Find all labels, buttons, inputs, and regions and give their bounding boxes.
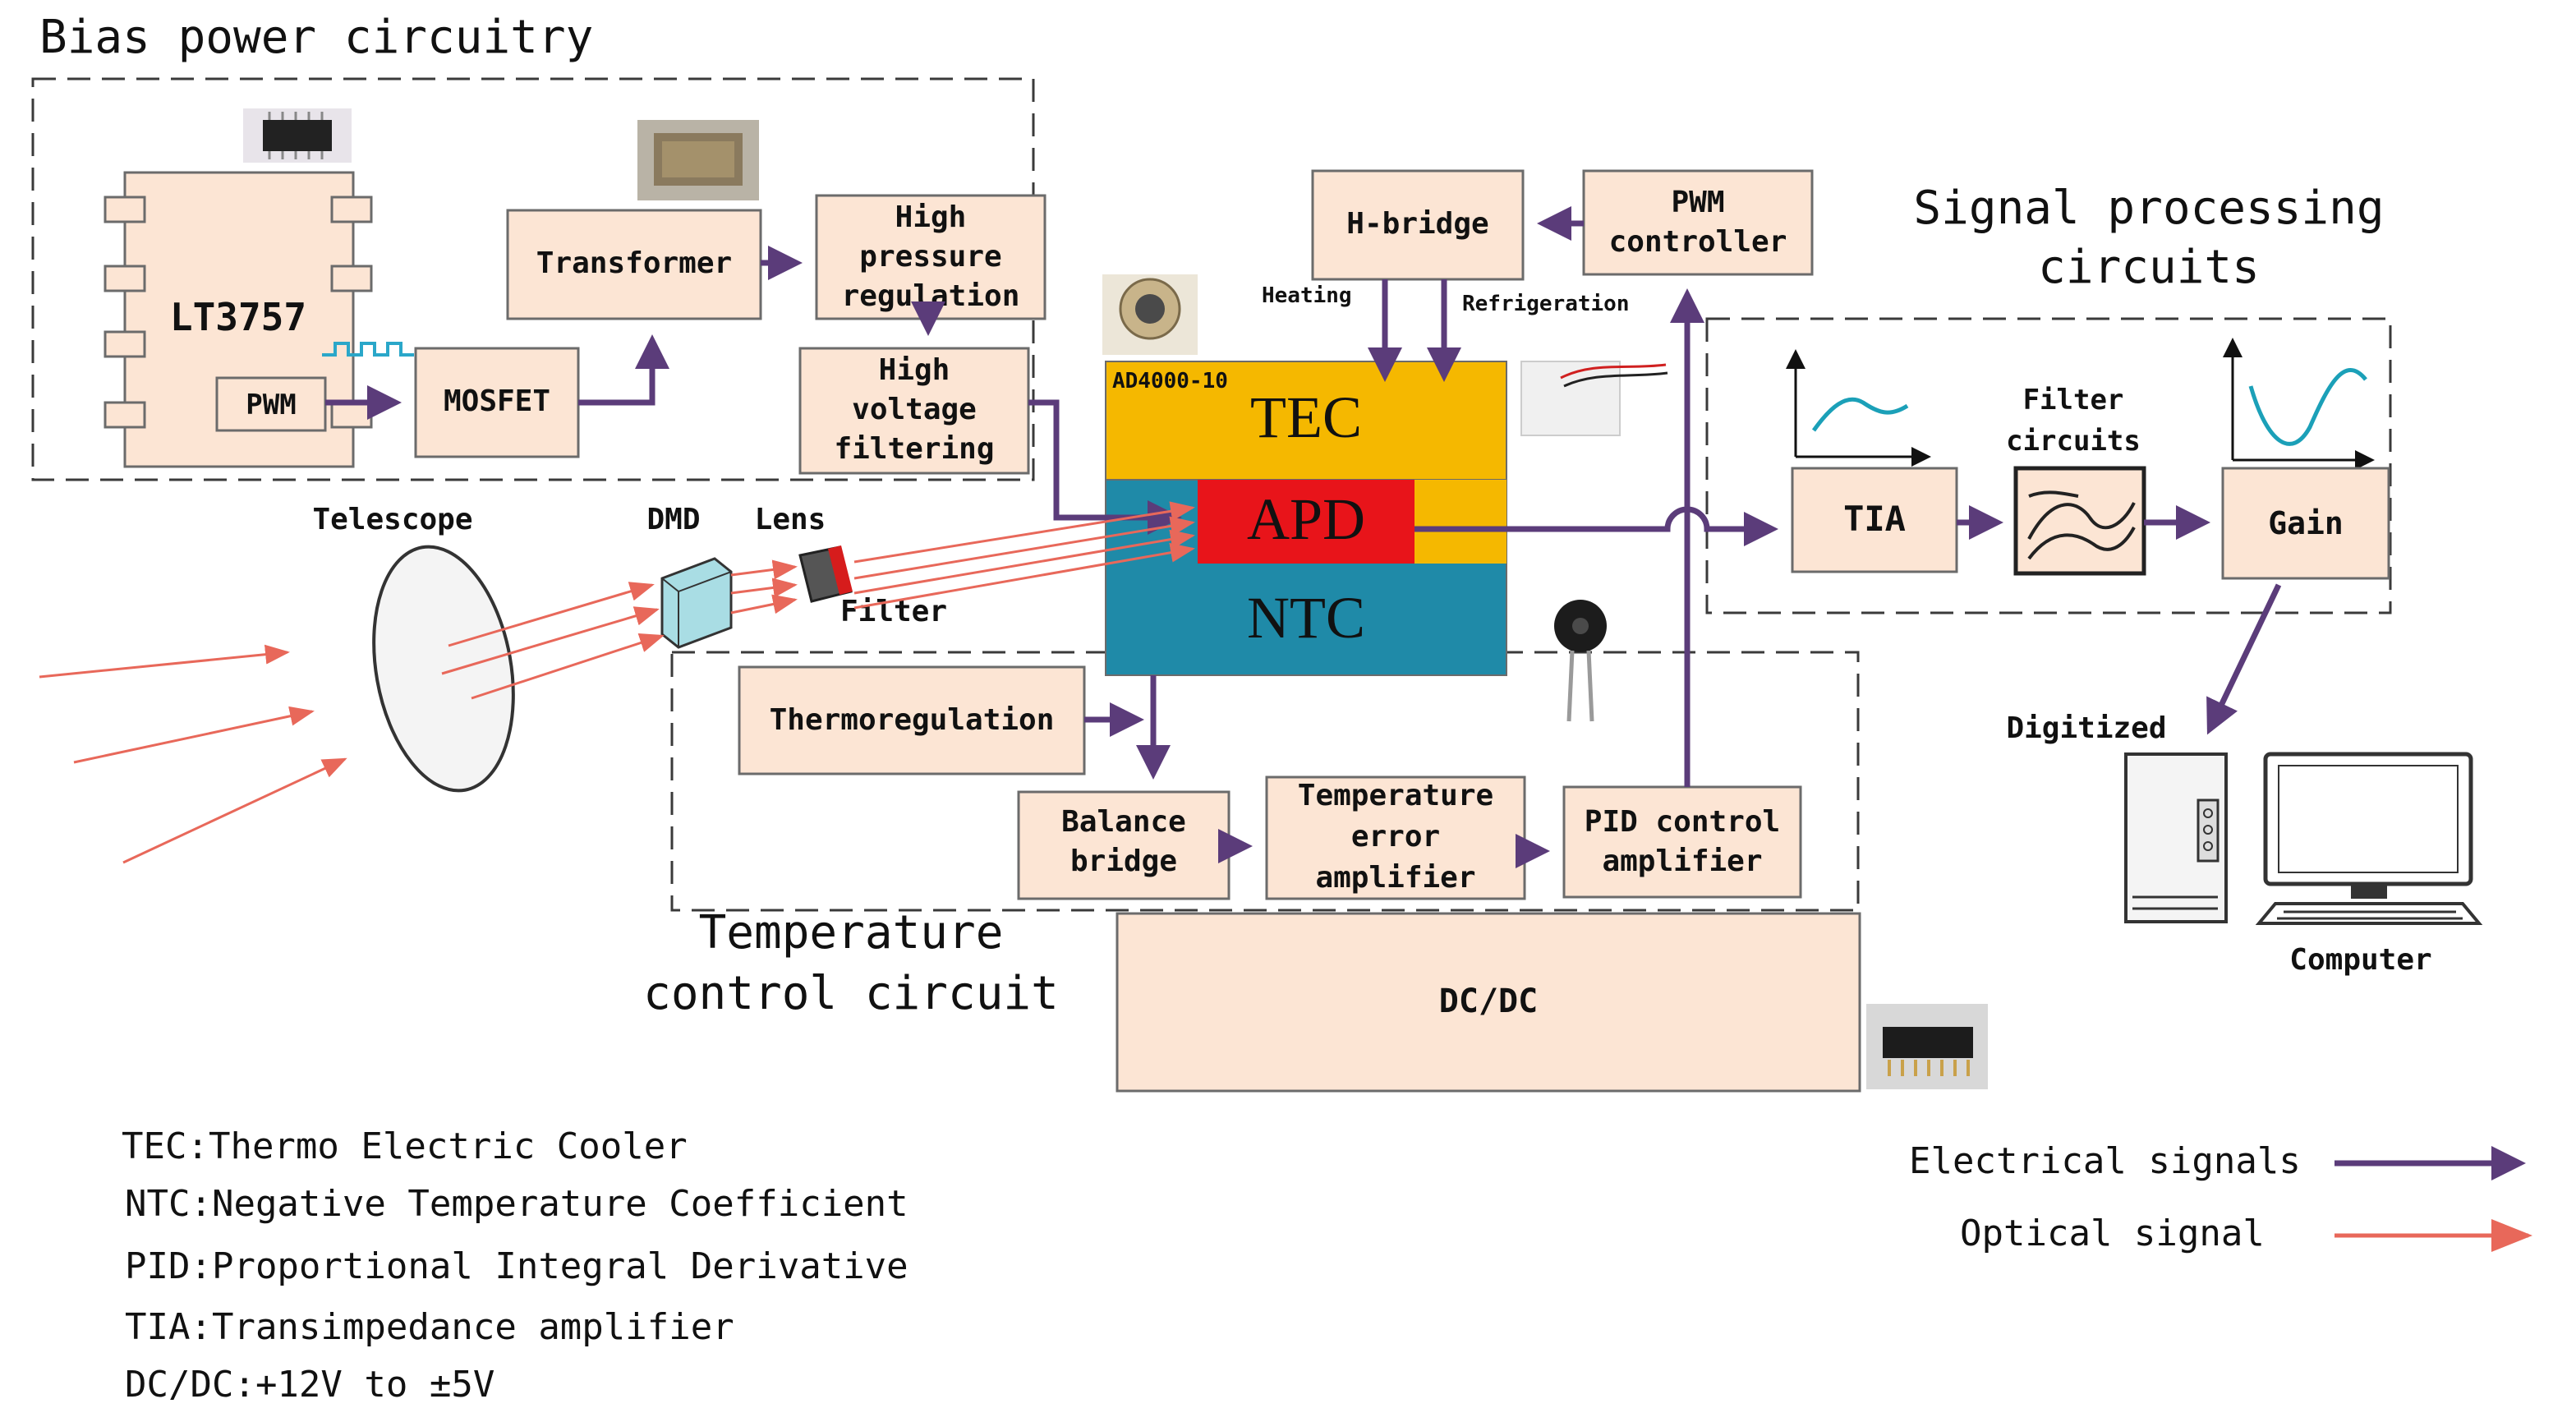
h-bridge-block: H-bridge (1311, 169, 1525, 281)
hpr-label-3: regulation (842, 279, 1020, 313)
refrigeration-label: Refrigeration (1462, 292, 1630, 316)
tec-right-block (1414, 480, 1506, 564)
arrow-mosfet-transformer (578, 334, 669, 406)
tea-label-2: error (1351, 820, 1440, 854)
pwm-block: PWM (215, 376, 327, 432)
electrical-connections (325, 206, 2282, 868)
filter-waves-icon (2027, 490, 2136, 560)
pid-label-2: amplifier (1602, 844, 1762, 878)
lt3757-label: LT3757 (170, 295, 306, 339)
lt3757-chip-icon (243, 108, 352, 163)
glossary-item: NTC:Negative Temperature Coefficient (125, 1183, 908, 1225)
apd-chip (1198, 480, 1414, 564)
pwm-controller-block: PWM controller (1582, 169, 1814, 276)
tea-label-1: Temperature (1298, 779, 1493, 812)
telescope-mirror (372, 545, 515, 793)
hvf-label-1: High (879, 353, 950, 387)
arrow-apd-tia (1414, 506, 1778, 546)
legend-electrical-label: Electrical signals (1909, 1140, 2301, 1182)
tia-block: TIA (1791, 467, 1958, 573)
filter-circuits-label-1: Filter (2023, 384, 2124, 416)
thermoregulation-block: Thermoregulation (738, 665, 1086, 775)
dcdc-block: DC/DC (1116, 912, 1861, 1093)
hpr-label-2: pressure (859, 240, 1001, 274)
legend-optical-label: Optical signal (1960, 1213, 2265, 1254)
pwm-wave-icon (322, 342, 414, 357)
transformer-photo-icon (637, 120, 759, 200)
pwm-controller-label-2: controller (1609, 225, 1787, 259)
tia-label: TIA (1843, 499, 1906, 539)
balance-bridge-block: Balance bridge (1017, 790, 1230, 900)
bias-group-border (31, 77, 1035, 481)
digitized-label: Digitized (2006, 711, 2166, 745)
legend: Electrical signals Optical signal (1909, 1140, 2532, 1254)
hpr-label-1: High (895, 200, 967, 234)
pwm-controller-label-1: PWM (1671, 186, 1724, 219)
temperature-error-amplifier-block: Temperature error amplifier (1265, 775, 1526, 900)
ntc-thermistor-icon (1554, 600, 1607, 722)
computer-monitor-icon (2255, 752, 2483, 925)
glossary-item: DC/DC:+12V to ±5V (125, 1364, 494, 1406)
tea-label-3: amplifier (1315, 861, 1475, 895)
transformer-block: Transformer (506, 209, 762, 320)
optical-rays (39, 501, 1195, 864)
signal-group-border (1705, 317, 2392, 614)
dmd-cube-icon (660, 557, 733, 649)
apd-photo-icon (1102, 274, 1198, 355)
hvf-label-2: voltage (852, 393, 977, 426)
balance-bridge-label-1: Balance (1061, 805, 1186, 839)
pid-control-amplifier-block: PID control amplifier (1562, 785, 1802, 899)
h-bridge-label: H-bridge (1346, 207, 1488, 241)
computer-label: Computer (2289, 943, 2431, 977)
pid-label-1: PID control (1585, 805, 1780, 839)
gain-block: Gain (2221, 467, 2390, 580)
hvf-label-3: filtering (834, 432, 994, 466)
thermoregulation-label: Thermoregulation (770, 703, 1055, 737)
mosfet-label: MOSFET (444, 384, 550, 418)
lt3757-pins (104, 196, 373, 429)
pc-tower-icon (2124, 752, 2228, 923)
high-voltage-filtering-block: High voltage filtering (798, 347, 1030, 475)
telescope-label: Telescope (312, 503, 472, 536)
tec-photo-icon (1520, 361, 1668, 436)
high-pressure-regulation-block: High pressure regulation (815, 194, 1046, 320)
glossary: TEC:Thermo Electric Cooler NTC:Negative … (122, 1125, 908, 1406)
lens-filter-icon (798, 545, 853, 603)
arrow-hvf-apd (1028, 399, 1182, 535)
glossary-item: TIA:Transimpedance amplifier (125, 1306, 734, 1348)
lens-label: Lens (755, 503, 826, 536)
pwm-label: PWM (246, 389, 296, 421)
section-title-temp-1: Temperature (699, 906, 1004, 960)
tia-input-plot-icon (1786, 349, 1931, 467)
section-title-temp-2: control circuit (643, 967, 1059, 1020)
ntc-label: NTC (1247, 585, 1365, 651)
section-title-signal-1: Signal processing (1913, 182, 2384, 235)
transformer-label: Transformer (536, 246, 732, 280)
arrow-gain-computer (2206, 583, 2282, 735)
gain-label: Gain (2268, 505, 2344, 541)
dmd-label: DMD (646, 503, 700, 536)
filter-circuits-label-2: circuits (2006, 425, 2141, 458)
filter-circuits-block (2013, 466, 2146, 576)
ad4000-label: AD4000-10 (1112, 369, 1228, 393)
glossary-item: PID:Proportional Integral Derivative (125, 1245, 908, 1287)
section-title-bias: Bias power circuitry (39, 11, 593, 64)
dcdc-label: DC/DC (1439, 983, 1538, 1020)
glossary-item: TEC:Thermo Electric Cooler (122, 1125, 688, 1167)
heating-label: Heating (1262, 283, 1352, 308)
gain-output-plot-icon (2223, 338, 2375, 470)
apd-label: APD (1247, 486, 1365, 552)
balance-bridge-label-2: bridge (1070, 844, 1177, 878)
tec-label: TEC (1250, 384, 1362, 450)
section-title-signal-2: circuits (2038, 241, 2260, 294)
dcdc-module-photo-icon (1866, 1004, 1988, 1089)
mosfet-block: MOSFET (414, 347, 580, 458)
